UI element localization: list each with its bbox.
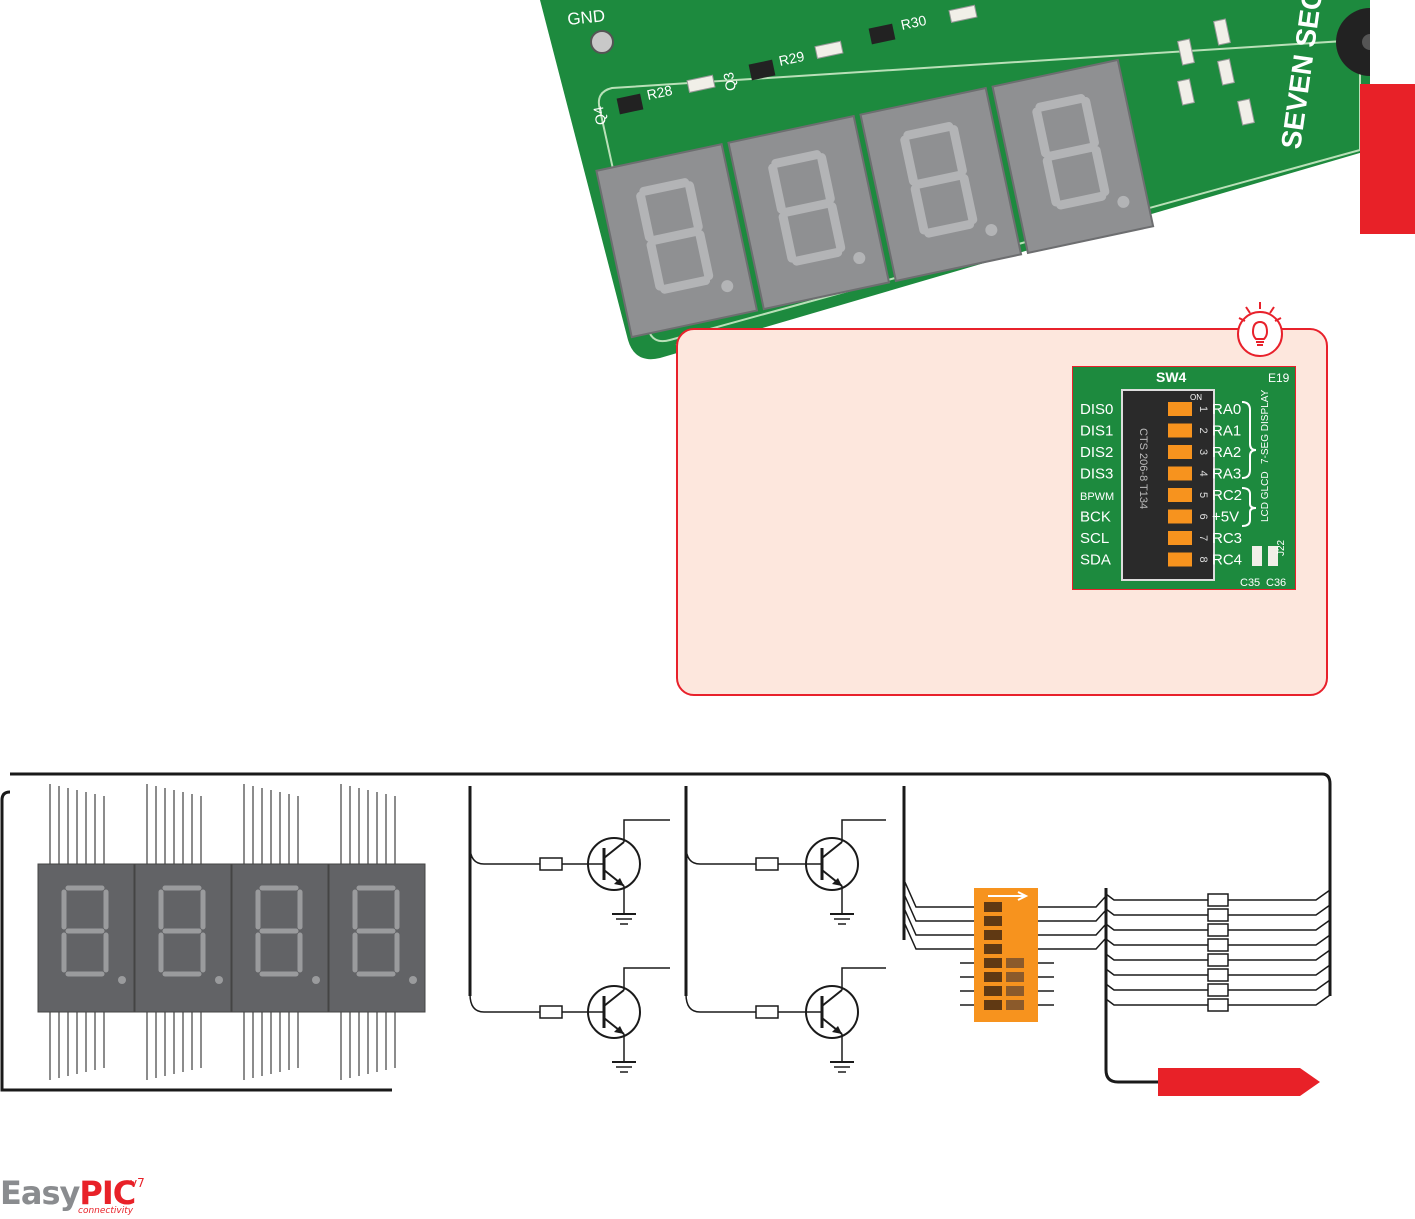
resistor-symbol xyxy=(1207,953,1229,967)
gnd-label: GND xyxy=(566,6,606,29)
board-photo: GND R28 R29 R30 Q4 Q3 DIS3DIS2DIS1DIS0 S… xyxy=(540,0,1370,360)
switch-right-label: RA2 xyxy=(1212,444,1241,461)
switch-lever xyxy=(1168,509,1192,524)
switch-left-label: SDA xyxy=(1080,552,1111,569)
resistor-symbol xyxy=(1207,923,1229,937)
switch-lever xyxy=(1168,488,1192,502)
switch-lever xyxy=(1168,531,1192,545)
resistor-symbol xyxy=(539,857,563,871)
resistor-symbol xyxy=(1207,983,1229,997)
switch-right-label: RC2 xyxy=(1212,487,1242,504)
resistor-label-r28: R28 xyxy=(645,82,674,103)
board-display-label: DIS0 xyxy=(1070,248,1118,279)
lightbulb-icon xyxy=(1237,302,1283,357)
switch-number: 4 xyxy=(1197,471,1209,477)
switch-number: 5 xyxy=(1197,492,1209,498)
switch-left-label: BCK xyxy=(1080,509,1111,526)
switch-ref: E19 xyxy=(1268,371,1290,385)
jumper-j22: J22 xyxy=(1276,539,1287,556)
board-display xyxy=(859,86,1023,283)
schematic-diagram xyxy=(0,772,1332,1096)
switch-right-label: RA1 xyxy=(1212,423,1241,440)
resistor-symbol xyxy=(1207,893,1229,907)
switch-body-text: CTS 206-8 T134 xyxy=(1137,428,1149,509)
resistor-symbol xyxy=(755,1005,779,1019)
switch-right-label: +5V xyxy=(1212,509,1239,526)
dip-switch-photo: SW4 E19 ON CTS 206-8 T134 DIS0DIS1DIS2DI… xyxy=(1072,366,1296,590)
switch-left-label: SCL xyxy=(1080,530,1109,547)
switch-number: 7 xyxy=(1197,535,1209,541)
switch-right-label: RC3 xyxy=(1212,530,1242,547)
resistor-symbol xyxy=(1207,908,1229,922)
switch-left-label: DIS3 xyxy=(1080,466,1113,483)
switch-left-label: BPWM xyxy=(1080,491,1114,503)
switch-lever xyxy=(1168,445,1192,459)
board-display xyxy=(991,58,1155,255)
transistor-label-q4: Q4 xyxy=(590,105,609,126)
resistor-symbol xyxy=(1207,968,1229,982)
switch-number: 6 xyxy=(1197,514,1209,520)
resistor-symbol xyxy=(1207,938,1229,952)
switch-name: SW4 xyxy=(1156,369,1187,385)
switch-number: 3 xyxy=(1197,449,1209,455)
logo-wordmark: EasyPIC xyxy=(0,1174,136,1212)
board-display-label: DIS1 xyxy=(938,276,986,307)
switch-right-label: RA3 xyxy=(1212,466,1241,483)
board-display xyxy=(727,114,891,311)
logo-version: v7 xyxy=(130,1176,145,1190)
switch-lever xyxy=(1168,466,1192,481)
group-lcd-label: LCD GLCD xyxy=(1260,471,1271,522)
logo-tagline: connectivity xyxy=(78,1206,134,1216)
chapter-tab xyxy=(1360,84,1415,234)
arrow-right-icon xyxy=(988,891,1029,901)
switch-right-label: RA0 xyxy=(1212,401,1241,418)
switch-lever xyxy=(1168,423,1192,438)
switch-left-label: DIS2 xyxy=(1080,444,1113,461)
board-display xyxy=(595,142,759,339)
switch-number: 8 xyxy=(1197,557,1209,563)
transistor-label-q3: Q3 xyxy=(720,71,739,92)
red-arrow xyxy=(1158,1068,1320,1096)
switch-left-label: DIS1 xyxy=(1080,423,1113,440)
resistor-symbol xyxy=(539,1005,563,1019)
switch-lever xyxy=(1168,402,1192,416)
switch-number: 2 xyxy=(1197,428,1209,434)
cap-c36: C36 xyxy=(1266,577,1286,589)
group-7seg-label: 7-SEG DISPLAY xyxy=(1260,389,1271,464)
switch-lever xyxy=(1168,552,1192,567)
cap-c35: C35 xyxy=(1240,577,1260,589)
switch-right-label: RC4 xyxy=(1212,552,1242,569)
switch-on-label: ON xyxy=(1190,393,1202,402)
easypic-logo: EasyPIC v7 connectivity xyxy=(0,1172,200,1218)
switch-left-label: DIS0 xyxy=(1080,401,1113,418)
resistor-label-r29: R29 xyxy=(777,48,806,69)
switch-number: 1 xyxy=(1197,406,1209,412)
resistor-symbol xyxy=(755,857,779,871)
resistor-label-r30: R30 xyxy=(899,12,928,33)
resistor-symbol xyxy=(1207,998,1229,1012)
